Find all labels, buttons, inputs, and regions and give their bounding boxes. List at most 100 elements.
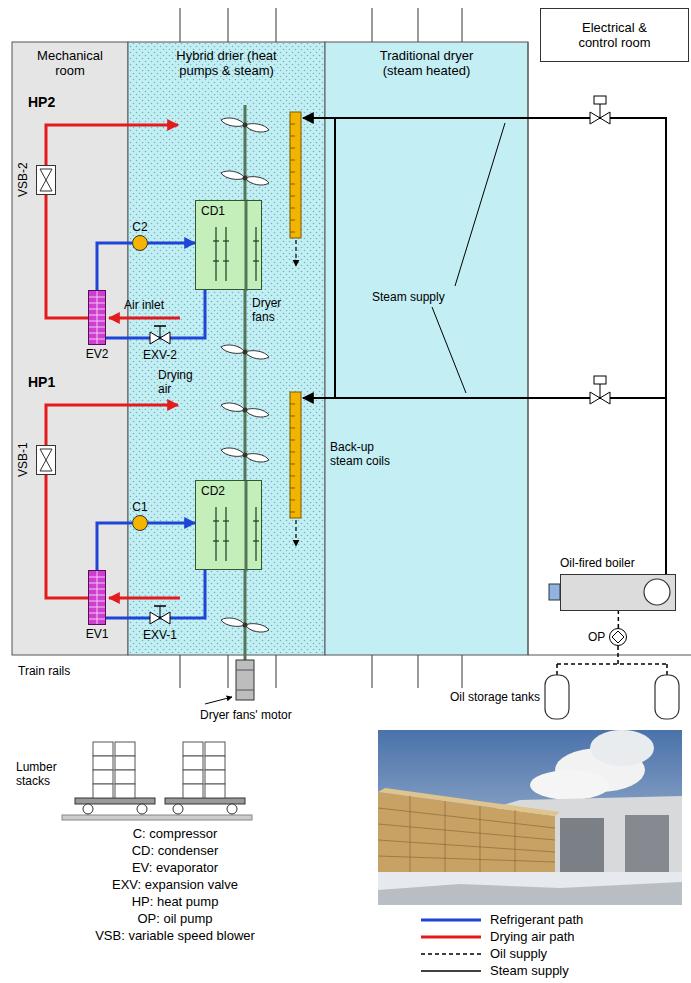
fan-shaft bbox=[245, 105, 246, 660]
refrigerant-path bbox=[106, 290, 205, 338]
dryer-fan bbox=[221, 403, 269, 417]
node-label: VSB-1 bbox=[16, 438, 30, 482]
steam-pipe bbox=[334, 118, 336, 398]
lumber-cart bbox=[137, 804, 147, 814]
lumber-cart bbox=[173, 804, 183, 814]
part-label: Dryer fans' motor bbox=[200, 708, 292, 722]
oil-tank bbox=[545, 675, 679, 719]
evaporator-coil bbox=[89, 315, 105, 316]
condenser-coil bbox=[223, 260, 229, 261]
legend-row: Steam supply bbox=[420, 963, 569, 978]
air-path bbox=[46, 125, 178, 165]
train-rail bbox=[179, 655, 181, 688]
room-band: Hybrid drier (heat pumps & steam)C2CD1C1… bbox=[128, 42, 325, 655]
condenser-coil bbox=[215, 507, 216, 561]
room-band: Mechanical roomVSB-2EV2VSB-1EV1 bbox=[12, 42, 128, 655]
steam-coil bbox=[290, 112, 301, 546]
site-photo bbox=[378, 882, 682, 905]
site-photo bbox=[590, 730, 654, 766]
condenser-coil bbox=[225, 507, 226, 561]
condenser-coil bbox=[255, 507, 256, 561]
legend-row: Oil supply bbox=[420, 946, 547, 961]
lumber-stack bbox=[93, 784, 113, 798]
fan-shaft bbox=[245, 201, 248, 291]
condenser-coil bbox=[223, 240, 229, 241]
leader-line bbox=[432, 307, 466, 393]
air-path bbox=[46, 405, 178, 445]
site-photo bbox=[410, 796, 515, 882]
legend-label: Steam supply bbox=[490, 963, 569, 978]
compressor-symbol bbox=[132, 235, 148, 251]
pump-symbol bbox=[610, 629, 626, 645]
steam-valve bbox=[600, 384, 601, 398]
condenser-coil bbox=[253, 520, 259, 521]
steam-coil bbox=[290, 392, 301, 518]
condenser-coil bbox=[213, 260, 219, 261]
oil-tank bbox=[655, 675, 679, 719]
refrigerant-path bbox=[97, 523, 132, 570]
lumber-cart bbox=[62, 798, 252, 820]
node-label: Hybrid drier (heat pumps & steam) bbox=[162, 48, 292, 78]
fans-motor bbox=[236, 660, 254, 700]
steam-valve bbox=[594, 376, 606, 384]
condenser-coil bbox=[196, 481, 263, 571]
pump-symbol bbox=[612, 631, 624, 643]
train-rail bbox=[371, 8, 373, 42]
lumber-stack bbox=[93, 742, 113, 756]
evaporator-coil bbox=[89, 589, 105, 590]
oil-line bbox=[557, 646, 667, 675]
node-label: EV2 bbox=[77, 347, 117, 361]
lumber-cart bbox=[227, 804, 237, 814]
expansion-valve bbox=[154, 325, 166, 327]
blower-symbol bbox=[36, 165, 56, 195]
oil-burner bbox=[549, 584, 560, 600]
evaporator-coil bbox=[97, 571, 98, 624]
lumber-cart bbox=[83, 804, 93, 814]
node-label: OP bbox=[588, 630, 605, 644]
evaporator-coil bbox=[89, 577, 105, 578]
site-photo bbox=[378, 808, 555, 862]
site-photo bbox=[378, 730, 682, 905]
abbreviation-item: VSB: variable speed blower bbox=[70, 928, 280, 943]
evaporator-coil bbox=[89, 595, 105, 596]
steam-valve bbox=[600, 104, 601, 118]
fans-motor bbox=[236, 670, 254, 671]
lumber-stack bbox=[183, 770, 203, 784]
condenser-coil bbox=[253, 240, 259, 241]
condenser-coil bbox=[215, 227, 216, 281]
steam-coil bbox=[290, 112, 301, 238]
condenser-coil bbox=[255, 227, 256, 281]
dryer-fan bbox=[221, 448, 269, 462]
abbreviation-item: OP: oil pump bbox=[70, 911, 280, 926]
legend-row: Drying air path bbox=[420, 929, 575, 944]
expansion-valve bbox=[154, 605, 166, 607]
abbreviation-item: EXV: expansion valve bbox=[70, 877, 280, 892]
blower-symbol bbox=[37, 166, 55, 194]
blower-symbol bbox=[36, 445, 56, 475]
node-label: VSB-2 bbox=[16, 158, 30, 202]
compressor-circle: C1 bbox=[128, 500, 152, 531]
blower-symbol bbox=[37, 446, 55, 474]
oil-burner bbox=[549, 584, 560, 600]
evaporator-coil bbox=[89, 619, 105, 620]
dryer-fan bbox=[221, 118, 269, 632]
legend-line bbox=[421, 953, 481, 955]
lumber-stack bbox=[115, 742, 135, 756]
part-label: EXV-2 bbox=[138, 348, 182, 362]
condenser-coil bbox=[223, 540, 229, 541]
oil-line bbox=[556, 664, 558, 675]
part-label: Train rails bbox=[18, 664, 70, 678]
lumber-cart bbox=[75, 798, 155, 804]
condenser-coil bbox=[213, 540, 219, 541]
expansion-valve bbox=[150, 326, 170, 624]
legend-label: Drying air path bbox=[490, 929, 575, 944]
condenser-coil bbox=[253, 260, 259, 261]
part-label: Lumber stacks bbox=[16, 760, 68, 788]
train-rail bbox=[461, 655, 463, 688]
evaporator-coil bbox=[89, 303, 105, 304]
steam-pipe bbox=[303, 118, 666, 574]
room-band bbox=[128, 42, 325, 655]
